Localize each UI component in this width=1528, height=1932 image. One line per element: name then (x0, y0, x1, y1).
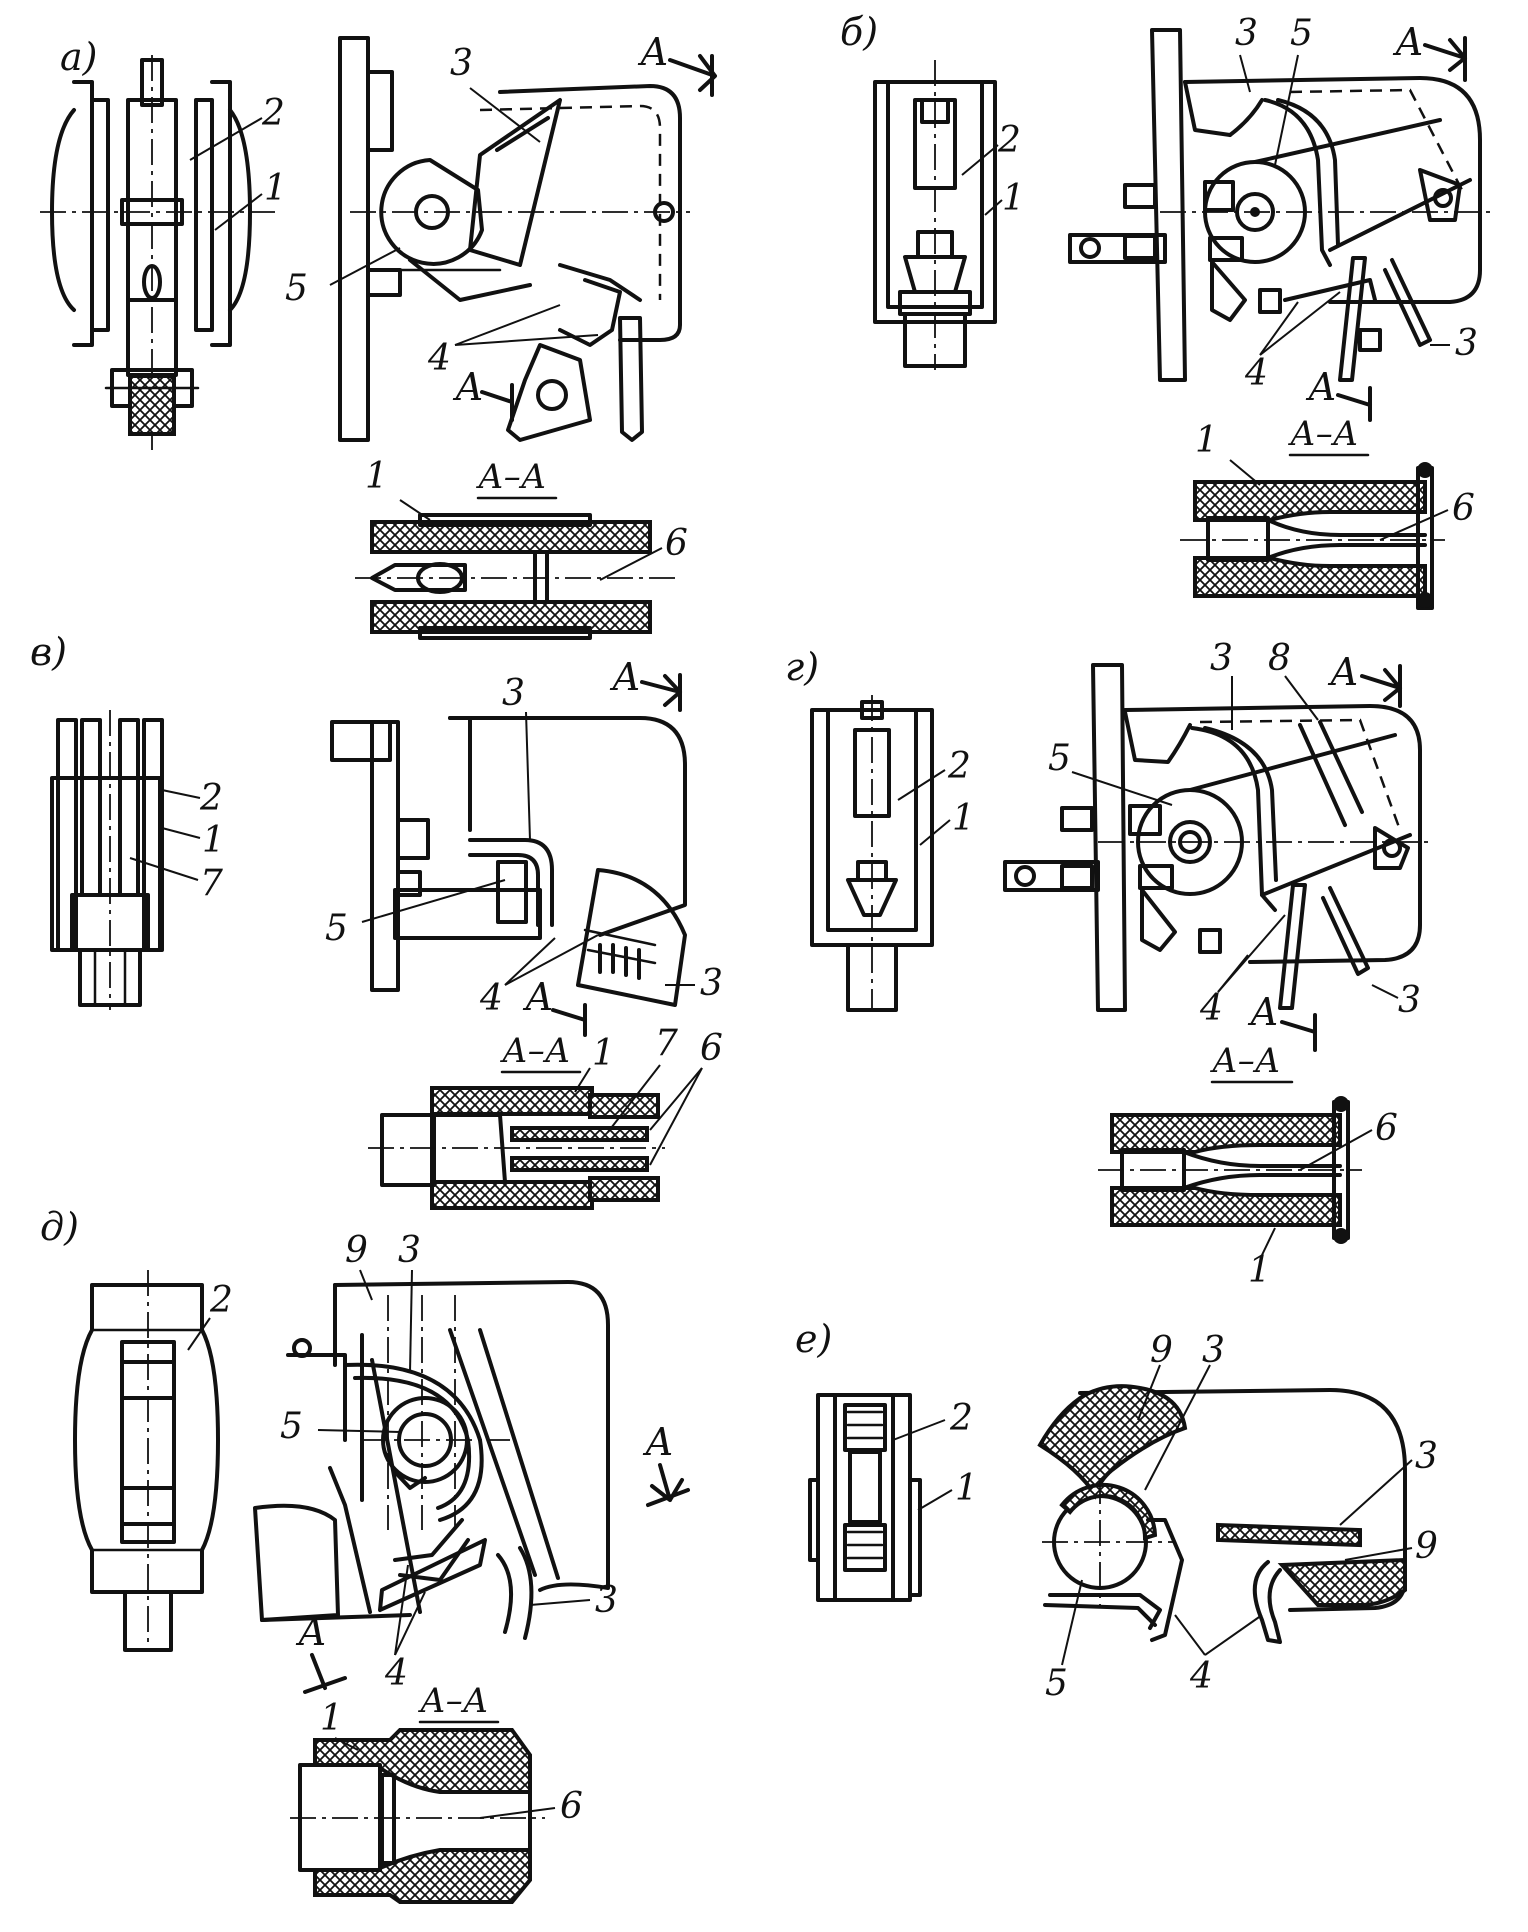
section-label-a: А–А (476, 457, 547, 497)
panel-d-section: А–А (290, 1681, 545, 1904)
callout-v-3-bottom: 3 (700, 963, 723, 1004)
panel-g-section: А–А (1098, 1041, 1362, 1244)
callout-g-3-top: 3 (1210, 638, 1233, 679)
callout-e-9-top: 9 (1150, 1330, 1173, 1371)
panel-v-label: в) (30, 630, 67, 674)
callout-d-3-right: 3 (595, 1580, 618, 1621)
callout-a-6: 6 (665, 523, 688, 564)
panel-d-side-view (253, 1280, 610, 1640)
callout-v-3-top: 3 (502, 673, 525, 714)
section-label-g: А–А (1210, 1041, 1281, 1081)
callout-a-4: 4 (427, 338, 451, 379)
callout-v-7: 7 (200, 863, 223, 904)
panel-d-front-view (73, 1270, 220, 1652)
panel-b-section: А–А (1180, 414, 1445, 610)
section-label-b: А–А (1288, 414, 1359, 454)
panel-d-label: д) (40, 1205, 79, 1249)
cut-mark-g-bottom: А (1247, 990, 1279, 1034)
callout-g-3-bottom: 3 (1398, 980, 1421, 1021)
callout-b-6: 6 (1452, 488, 1475, 529)
cut-mark-g-top: А (1327, 650, 1359, 694)
callout-g-1: 1 (952, 798, 975, 839)
callout-v-2: 2 (199, 778, 223, 819)
callout-e-2: 2 (949, 1398, 973, 1439)
callout-b-2: 2 (997, 120, 1021, 161)
panel-a-label: а) (60, 35, 97, 79)
panel-a: а) 2 1 (40, 30, 717, 640)
panel-b-front-view (873, 60, 997, 370)
callout-g-5: 5 (1048, 738, 1071, 779)
callout-g-sec-1: 1 (1248, 1250, 1271, 1291)
panel-g: г) 2 1 (785, 638, 1430, 1291)
callout-b-3-top: 3 (1235, 13, 1258, 54)
panel-e-side-view (1037, 1384, 1407, 1644)
callout-a-1: 1 (264, 168, 287, 209)
panel-b-label: б) (840, 10, 878, 54)
cut-mark-d-bottom: А (295, 1610, 327, 1654)
callout-v-4: 4 (479, 978, 503, 1019)
panel-b-side-view (1068, 28, 1490, 382)
callout-d-sec-1: 1 (320, 1698, 343, 1739)
callout-v-6: 6 (700, 1028, 723, 1069)
callout-a-5: 5 (285, 268, 308, 309)
callout-b-sec-1: 1 (1195, 420, 1218, 461)
callout-v-5: 5 (325, 908, 348, 949)
callout-e-9-right: 9 (1415, 1526, 1438, 1567)
callout-g-8: 8 (1268, 638, 1291, 679)
cut-mark-b-top: А (1392, 20, 1424, 64)
callout-d-3-top: 3 (398, 1230, 421, 1271)
section-label-v: А–А (500, 1031, 571, 1071)
callout-v-1: 1 (202, 820, 225, 861)
cut-mark-b-bottom: А (1305, 365, 1337, 409)
panel-e-label: е) (795, 1317, 832, 1361)
callout-b-1: 1 (1002, 178, 1025, 219)
cut-mark-a-top: А (637, 30, 669, 74)
panel-e: е) 2 1 9 (795, 1317, 1438, 1704)
panel-g-front-view (810, 695, 934, 1012)
cut-mark-a-bottom: А (452, 365, 484, 409)
panel-v-section: А–А (368, 1031, 665, 1210)
cut-mark-v-top: А (609, 655, 641, 699)
callout-b-5: 5 (1290, 13, 1313, 54)
panel-v-side-view (330, 716, 687, 1007)
callout-a-sec-1: 1 (365, 456, 388, 497)
callout-e-3-top: 3 (1202, 1330, 1225, 1371)
callout-b-4: 4 (1244, 353, 1268, 394)
panel-a-section: А–А (355, 457, 680, 640)
panel-e-front-view (808, 1393, 922, 1602)
callout-g-2: 2 (947, 746, 971, 787)
callout-d-9: 9 (345, 1230, 368, 1271)
panel-b: б) 2 1 (840, 10, 1490, 610)
callout-b-3-bottom: 3 (1455, 323, 1478, 364)
panel-a-side-view (338, 36, 690, 442)
callout-d-4: 4 (384, 1653, 408, 1694)
callout-a-2: 2 (261, 93, 285, 134)
panel-v-front-view (50, 710, 164, 1010)
callout-e-4: 4 (1189, 1656, 1213, 1697)
callout-g-4: 4 (1199, 988, 1223, 1029)
callout-d-5: 5 (280, 1406, 303, 1447)
callout-v-sec-1: 1 (592, 1033, 615, 1074)
panel-v: в) 2 1 7 (30, 630, 723, 1210)
panel-g-side-view (1003, 663, 1430, 1012)
callout-d-2: 2 (209, 1280, 233, 1321)
callout-e-3-right: 3 (1415, 1436, 1438, 1477)
cut-mark-v-bottom: А (522, 975, 554, 1019)
section-label-d: А–А (418, 1681, 489, 1721)
panel-d: д) 2 (40, 1205, 690, 1904)
callout-a-3: 3 (450, 43, 473, 84)
callout-e-5: 5 (1045, 1663, 1068, 1704)
cut-mark-d-right: А (642, 1420, 674, 1464)
callout-v-sec-7: 7 (655, 1023, 678, 1064)
callout-g-6: 6 (1375, 1108, 1398, 1149)
callout-e-1: 1 (955, 1468, 978, 1509)
callout-d-6: 6 (560, 1786, 583, 1827)
panel-a-front-view (40, 55, 275, 450)
panel-g-label: г) (785, 645, 819, 689)
